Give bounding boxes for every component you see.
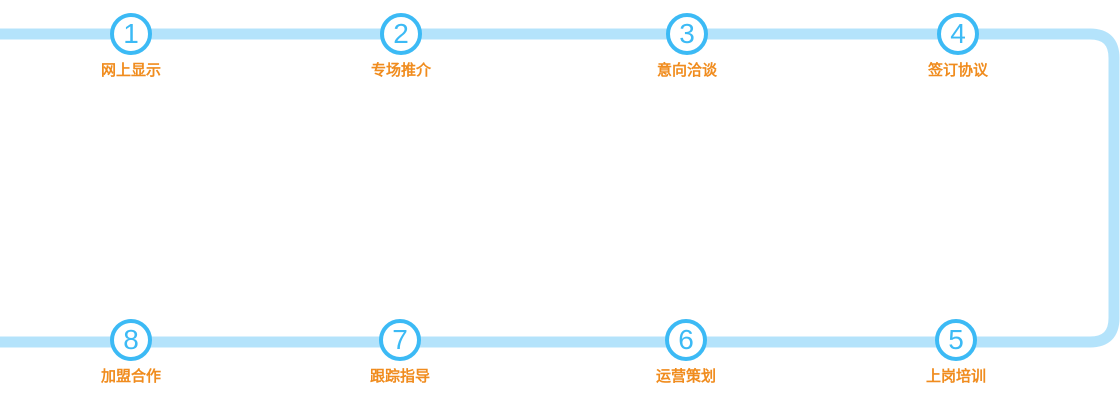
- step-label: 跟踪指导: [369, 367, 430, 385]
- step-number-badge: 3: [666, 13, 708, 55]
- step-label: 加盟合作: [100, 367, 161, 385]
- step-6: 6 运营策划: [626, 319, 746, 385]
- step-label: 运营策划: [655, 367, 716, 385]
- step-7: 7 跟踪指导: [340, 319, 460, 385]
- step-number-badge: 7: [379, 319, 421, 361]
- step-number-badge: 2: [380, 13, 422, 55]
- step-label: 上岗培训: [925, 367, 986, 385]
- step-1: 1 网上显示: [71, 13, 191, 79]
- step-number-badge: 4: [937, 13, 979, 55]
- track-line: [0, 28, 1120, 348]
- step-label: 网上显示: [100, 61, 161, 79]
- step-number-badge: 8: [110, 319, 152, 361]
- step-label: 专场推介: [370, 61, 431, 79]
- step-2: 2 专场推介: [341, 13, 461, 79]
- step-8: 8 加盟合作: [71, 319, 191, 385]
- step-label: 意向洽谈: [656, 61, 717, 79]
- step-label: 签订协议: [927, 61, 988, 79]
- step-4: 4 签订协议: [898, 13, 1018, 79]
- step-number-badge: 6: [665, 319, 707, 361]
- step-5: 5 上岗培训: [896, 319, 1016, 385]
- step-number-badge: 1: [110, 13, 152, 55]
- step-3: 3 意向洽谈: [627, 13, 747, 79]
- step-number-badge: 5: [935, 319, 977, 361]
